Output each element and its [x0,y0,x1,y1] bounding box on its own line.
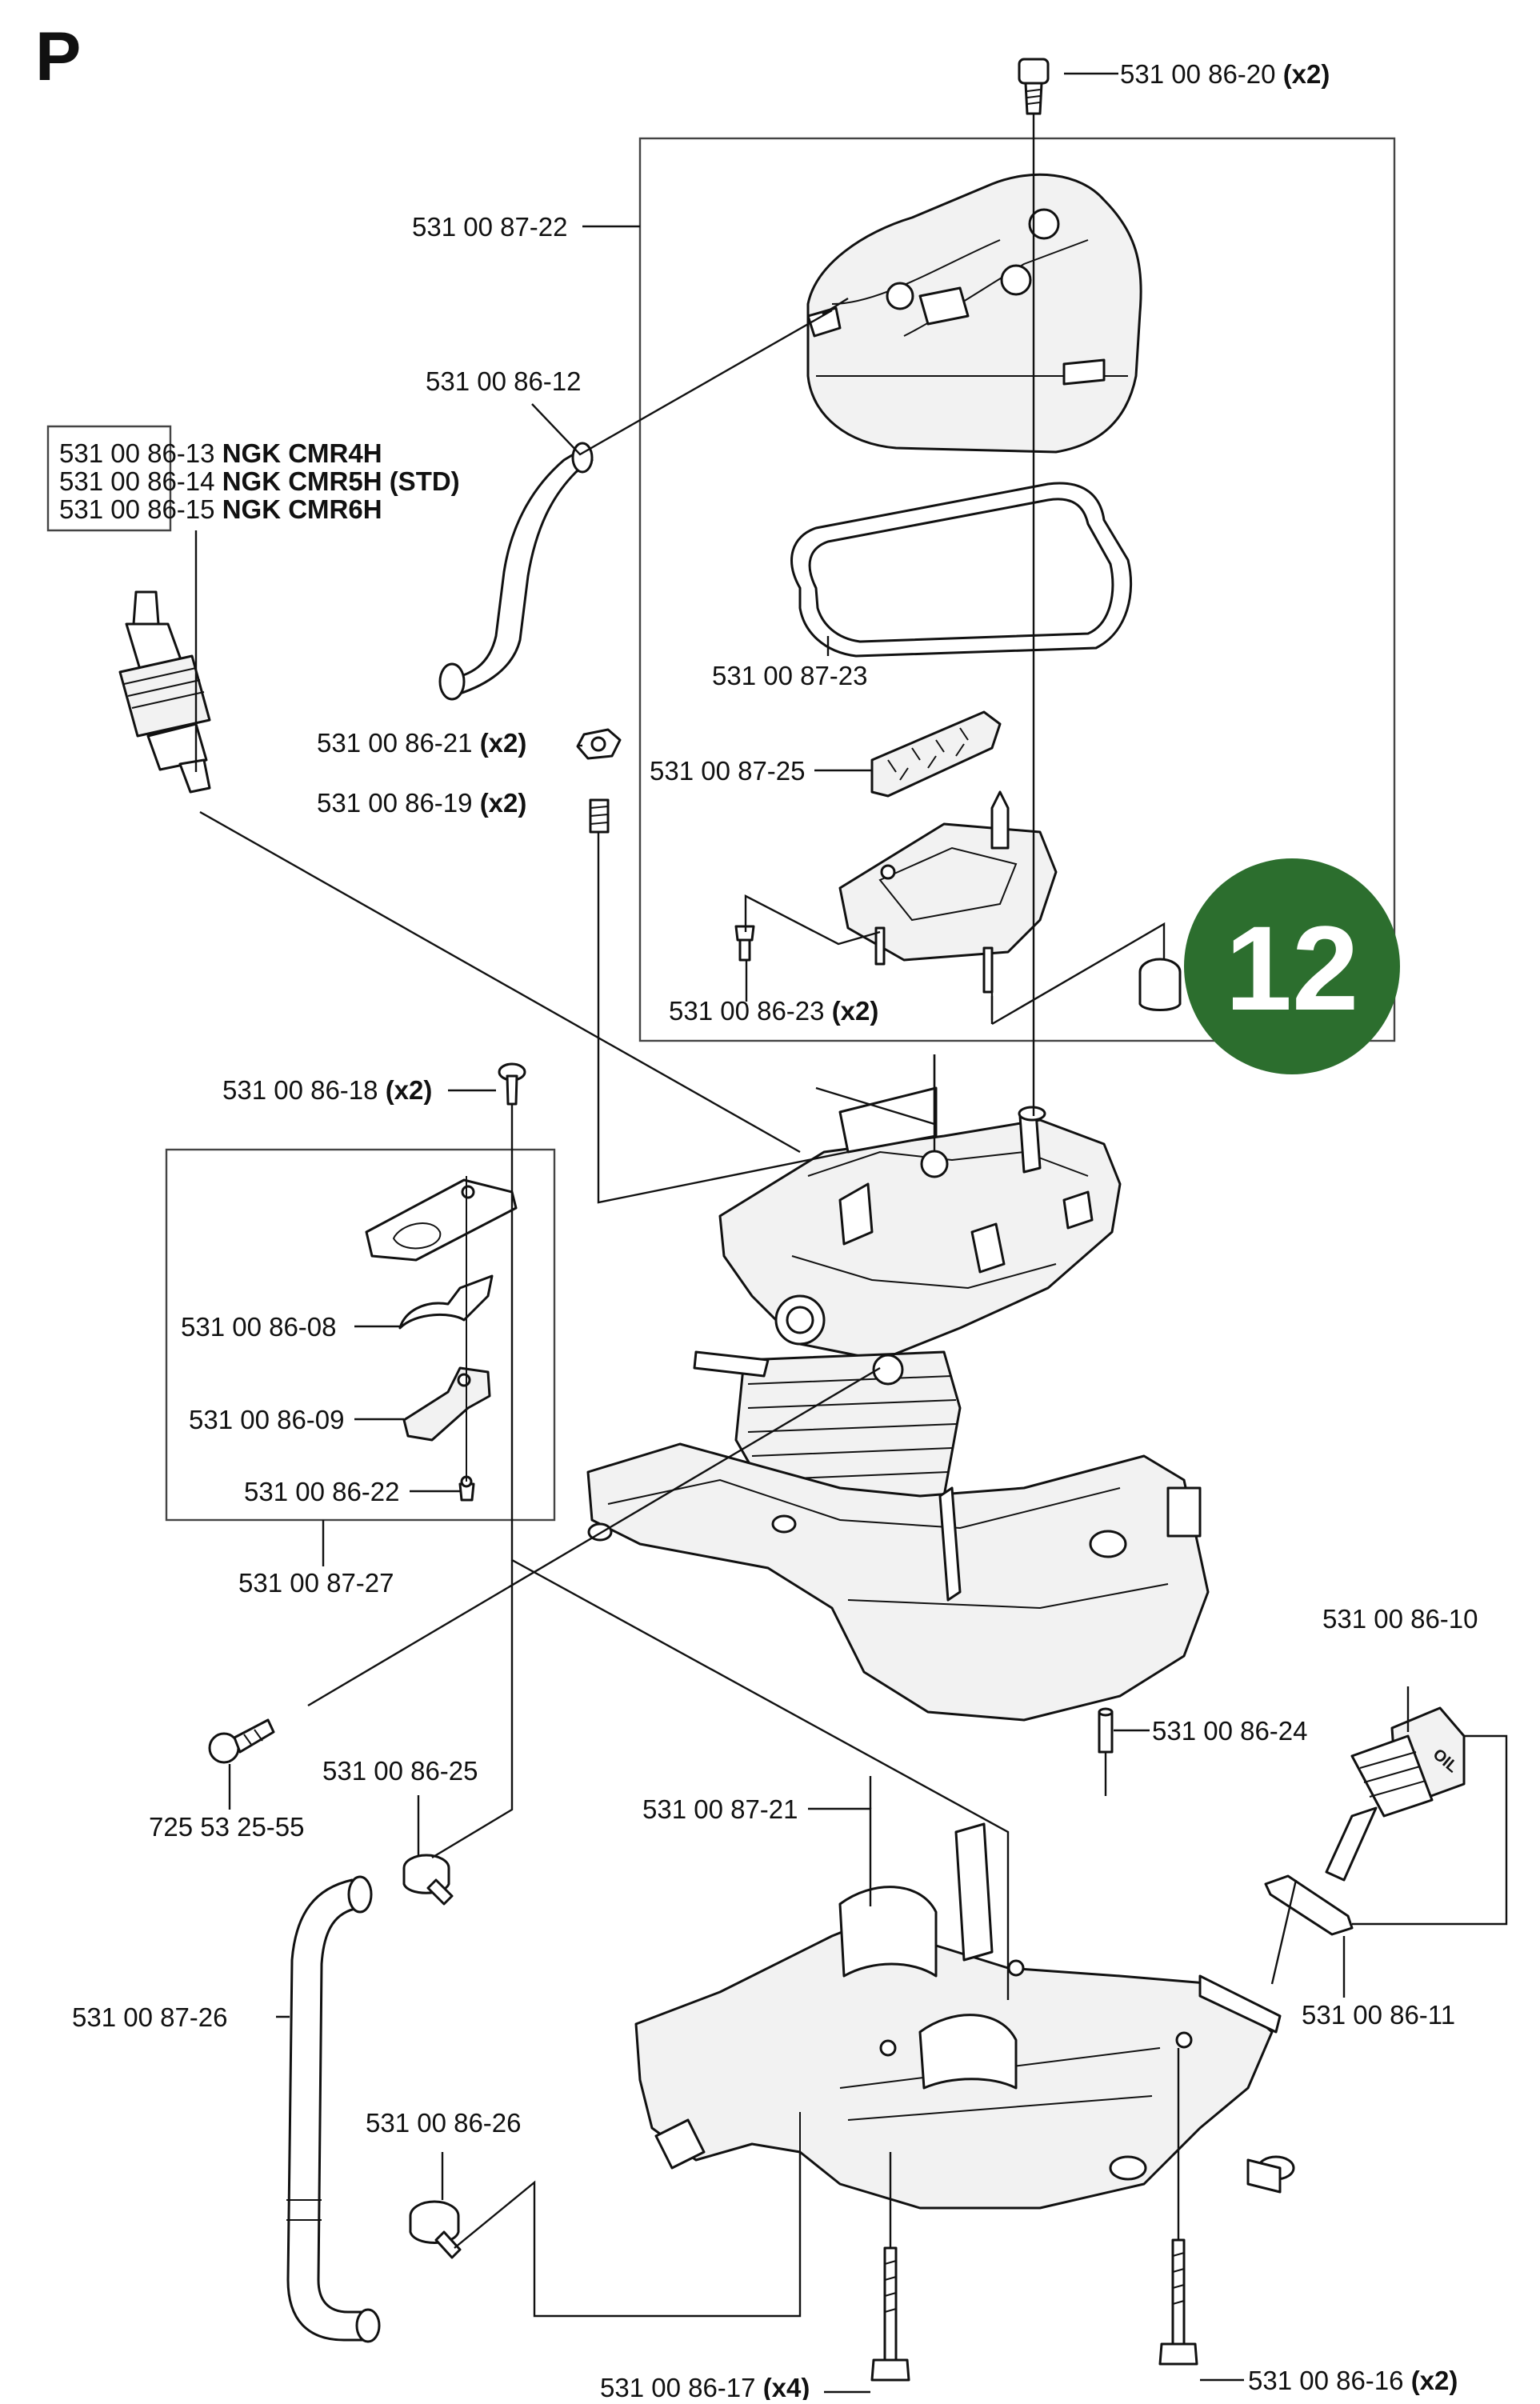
label-531008727: 531 00 87-27 [238,1568,394,1598]
rocker-plate-drawing [365,1178,518,1262]
spark-plug-label-box [46,425,172,532]
label-531008626: 531 00 86-26 [366,2108,522,2138]
screw-86-16-drawing [1158,2238,1198,2366]
spark-plug-drawing [118,590,211,794]
screw-86-17-drawing [870,2246,910,2382]
hose-87-26-drawing [286,1875,381,2343]
label-531008726: 531 00 87-26 [72,2002,228,2032]
rocker-arm-86-08-drawing [398,1274,494,1330]
label-531008608: 531 00 86-08 [181,1312,337,1342]
filter-element-drawing [870,710,1002,798]
label-531008619: 531 00 86-19 (x2) [317,788,526,818]
label-531008616: 531 00 86-16 (x2) [1248,2366,1458,2395]
clamp-86-26-drawing [409,2200,462,2259]
label-531008609: 531 00 86-09 [189,1405,345,1434]
screw-86-18-drawing [498,1062,526,1106]
screw-86-20-drawing [1018,58,1050,115]
label-725532555: 725 53 25-55 [149,1812,305,1842]
label-531008624: 531 00 86-24 [1152,1716,1308,1746]
label-531008621: 531 00 86-21 (x2) [317,728,526,758]
sleeve-drawing [1138,958,1182,1011]
label-531008612: 531 00 86-12 [426,366,582,396]
clamp-86-25-drawing [402,1854,454,1906]
label-531008618: 531 00 86-18 (x2) [222,1075,432,1105]
label-531008725: 531 00 87-25 [650,756,806,786]
valve-cover-group-box [638,137,1396,1042]
cover-gasket-drawing [790,482,1133,658]
label-531008610: 531 00 86-10 [1322,1604,1478,1634]
leader-lines [194,72,1508,2394]
label-531008722: 531 00 87-22 [412,212,568,242]
section-badge: 12 [1184,858,1400,1074]
valve-lever-group-box [165,1148,556,1522]
rocker-arm-86-09-drawing [402,1366,491,1442]
cylinder-assembly-drawing [586,1086,1210,1722]
stud-86-19-drawing [589,798,610,834]
label-531008622: 531 00 86-22 [244,1477,400,1506]
label-531008723: 531 00 87-23 [712,661,868,690]
label-531008611: 531 00 86-11 [1302,2000,1455,2030]
valve-cover-drawing [806,173,1142,454]
label-531008620: 531 00 86-20 (x2) [1120,59,1330,89]
nut-86-21-drawing [576,728,622,760]
part-labels: 531 00 86-20 (x2) 531 00 87-22 531 00 86… [59,59,1478,2402]
label-spark-plug-2: 531 00 86-14 NGK CMR5H (STD) [59,466,460,496]
dowel-pin-drawing [1098,1707,1114,1754]
screw-725-drawing [208,1718,275,1764]
breather-hose-drawing [438,442,594,701]
crankcase-drawing [634,1822,1295,2210]
label-531008721: 531 00 87-21 [642,1794,798,1824]
screw-86-23-drawing [734,925,755,962]
label-spark-plug-1: 531 00 86-13 NGK CMR4H [59,438,382,468]
badge-circle [1184,858,1400,1074]
label-531008625: 531 00 86-25 [322,1756,478,1786]
label-spark-plug-3: 531 00 86-15 NGK CMR6H [59,494,382,524]
oil-cap-drawing: OIL [1325,1706,1466,1882]
badge-number: 12 [1226,901,1359,1035]
label-531008617: 531 00 86-17 (x4) [600,2373,810,2400]
label-531008623: 531 00 86-23 (x2) [669,996,878,1026]
breather-block-drawing [838,790,1058,994]
section-letter: P [35,18,81,95]
oil-cap-washer-drawing [1264,1874,1354,1936]
